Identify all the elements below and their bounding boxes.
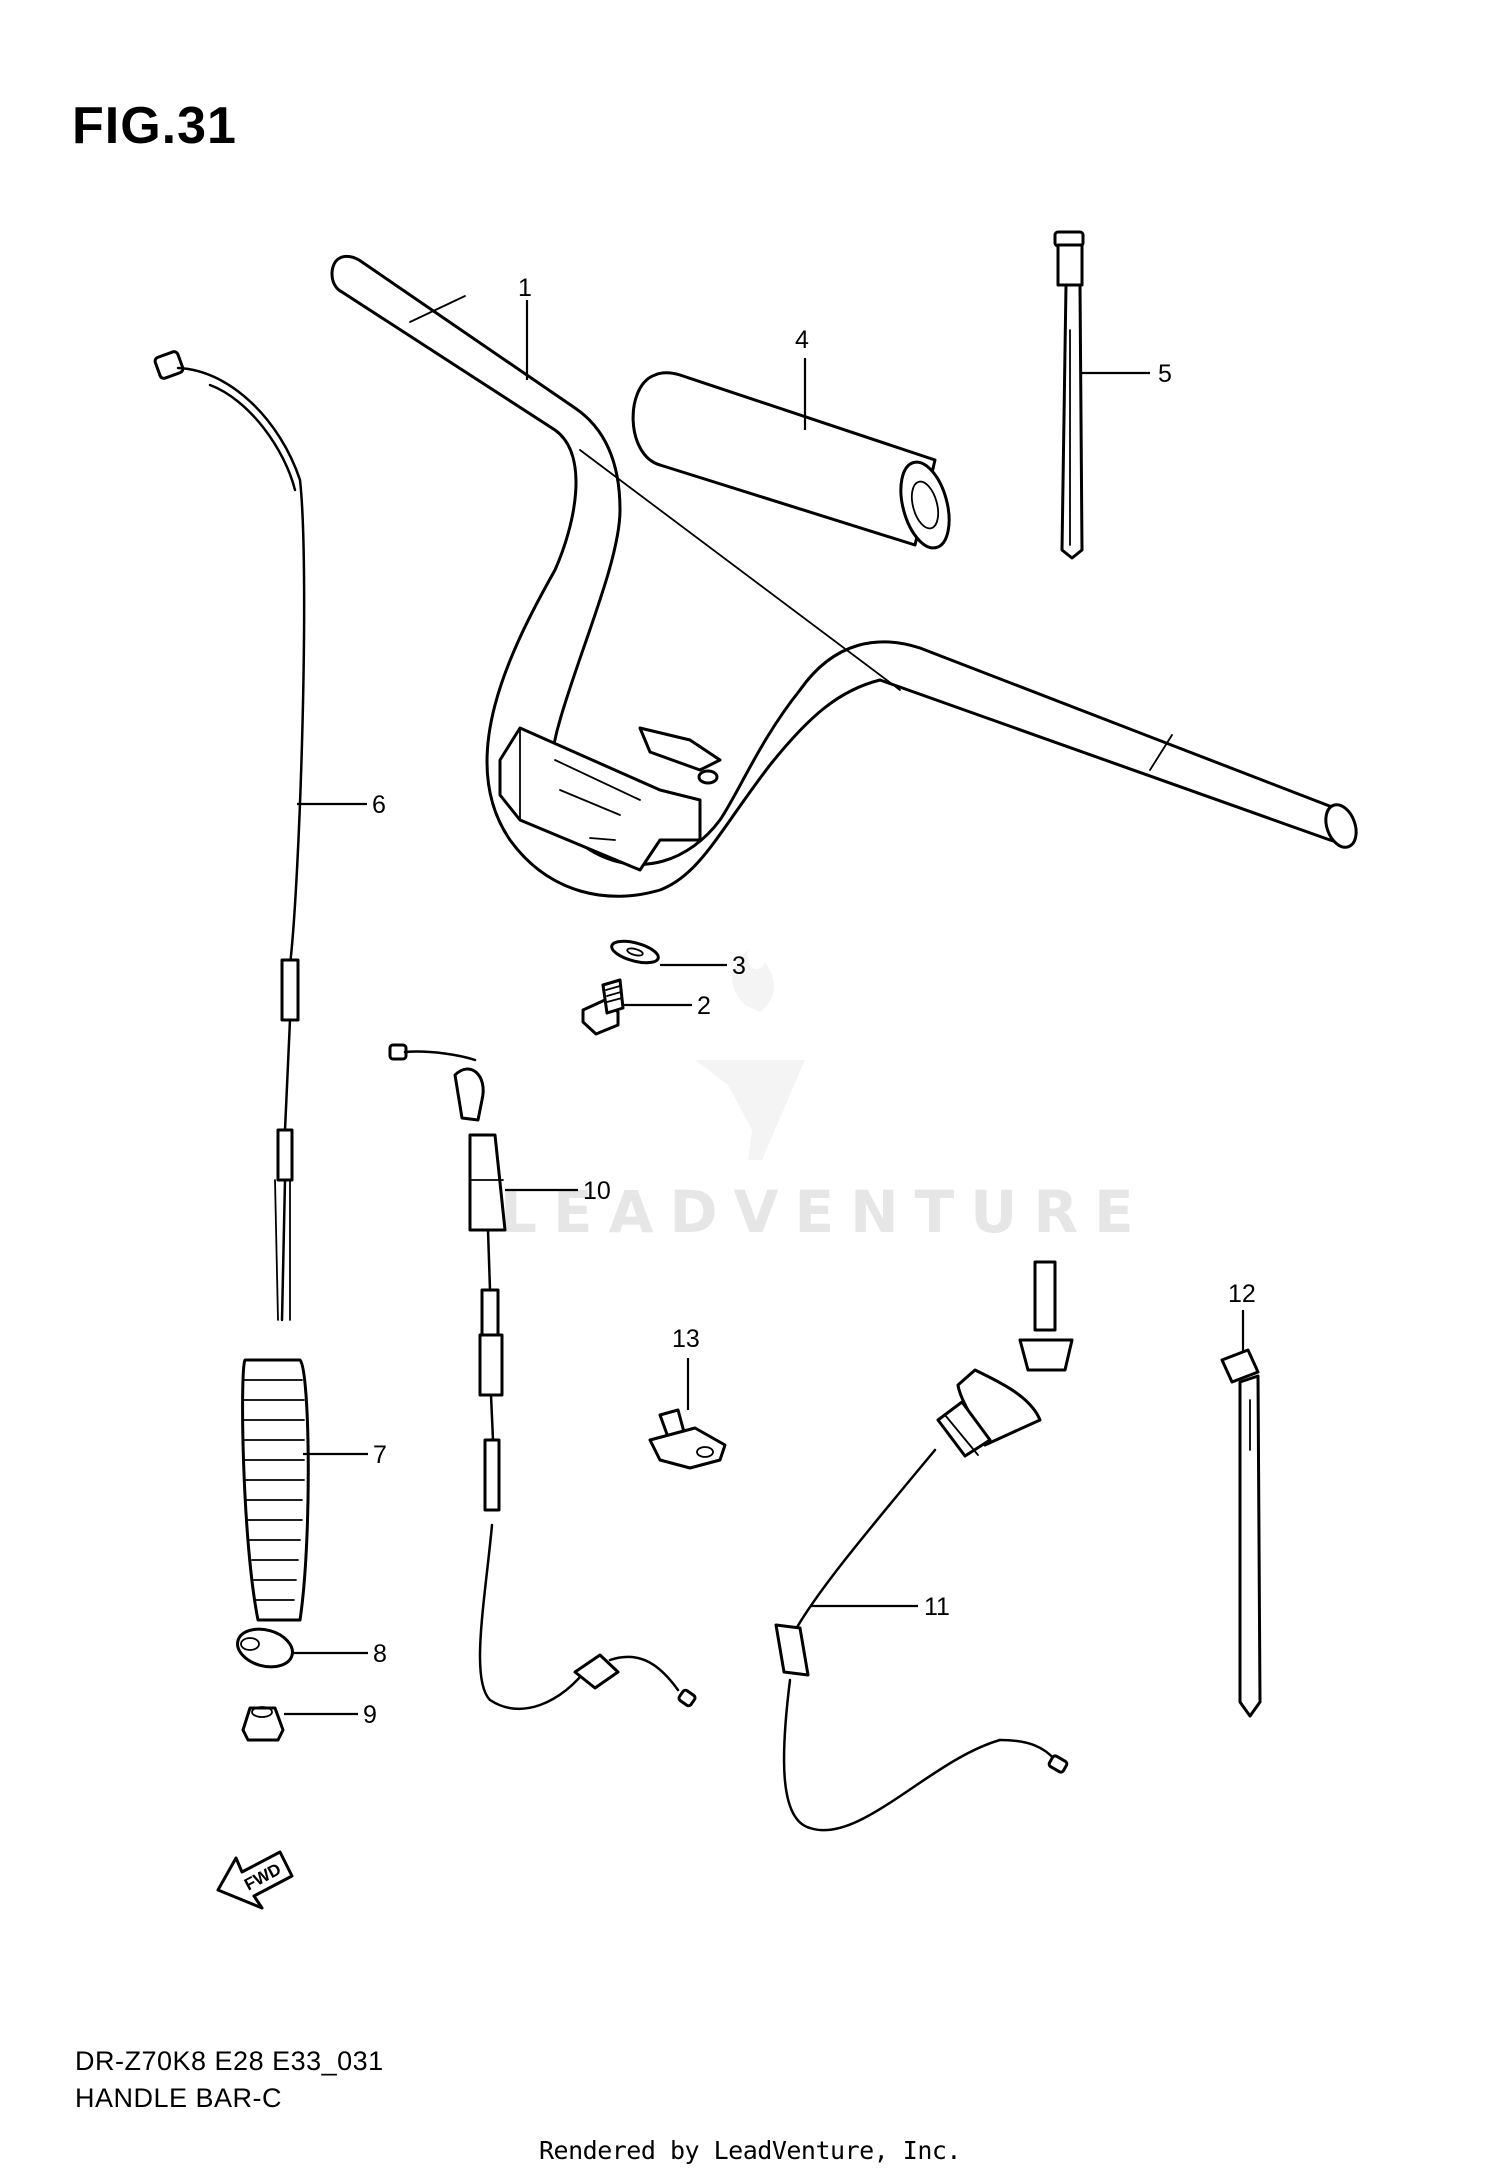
- callout-6: 6: [297, 791, 386, 819]
- callout-13: 13: [672, 1325, 700, 1410]
- long-tie-strap: [1220, 1348, 1262, 1718]
- callout-9: 9: [284, 1701, 377, 1729]
- callout-3-label: 3: [732, 952, 746, 980]
- washer: [610, 939, 660, 965]
- bolt: [581, 978, 625, 1036]
- leadventure-logo-icon: [695, 950, 805, 1160]
- cable-end-cap: [236, 1627, 294, 1669]
- callout-4: 4: [795, 326, 809, 430]
- callout-11: 11: [810, 1593, 950, 1621]
- throttle-cable: [388, 1043, 697, 1710]
- callout-4-label: 4: [795, 326, 809, 354]
- callout-10-label: 10: [583, 1177, 611, 1205]
- callout-5-label: 5: [1158, 360, 1172, 388]
- figure-title: FIG.31: [72, 97, 237, 155]
- section-name: HANDLE BAR-C: [75, 2083, 283, 2113]
- callout-7: 7: [303, 1441, 387, 1469]
- callout-12-label: 12: [1228, 1280, 1256, 1308]
- callout-13-label: 13: [672, 1325, 700, 1353]
- callout-8-label: 8: [373, 1640, 387, 1668]
- leadventure-watermark: LEADVENTURE: [500, 950, 1150, 1246]
- footer-credit: Rendered by LeadVenture, Inc.: [539, 2136, 962, 2165]
- front-brake-cable: [153, 350, 306, 1322]
- callout-3: 3: [660, 952, 746, 980]
- bellows-boot: [241, 1358, 310, 1622]
- model-code: DR-Z70K8 E28 E33_031: [75, 2046, 384, 2076]
- callout-9-label: 9: [363, 1701, 377, 1729]
- watermark-text: LEADVENTURE: [500, 1178, 1150, 1246]
- callout-1: 1: [518, 274, 532, 380]
- callout-2-label: 2: [697, 992, 711, 1020]
- callout-2: 2: [622, 992, 711, 1020]
- callout-8: 8: [292, 1640, 387, 1668]
- callout-5: 5: [1081, 360, 1172, 388]
- callout-1-label: 1: [518, 274, 532, 302]
- tie-strap: [1053, 230, 1085, 560]
- callout-12: 12: [1228, 1280, 1256, 1352]
- callout-7-label: 7: [373, 1441, 387, 1469]
- callout-6-label: 6: [372, 791, 386, 819]
- callout-10: 10: [505, 1177, 611, 1205]
- handlebar: [330, 254, 1358, 898]
- handlebar-pad: [631, 371, 951, 550]
- grommet: [241, 1706, 285, 1742]
- callout-11-label: 11: [924, 1593, 950, 1621]
- cable-clamp: [648, 1408, 727, 1470]
- fwd-arrow-icon: FWD: [216, 1850, 294, 1910]
- choke-cable: [774, 1260, 1074, 1832]
